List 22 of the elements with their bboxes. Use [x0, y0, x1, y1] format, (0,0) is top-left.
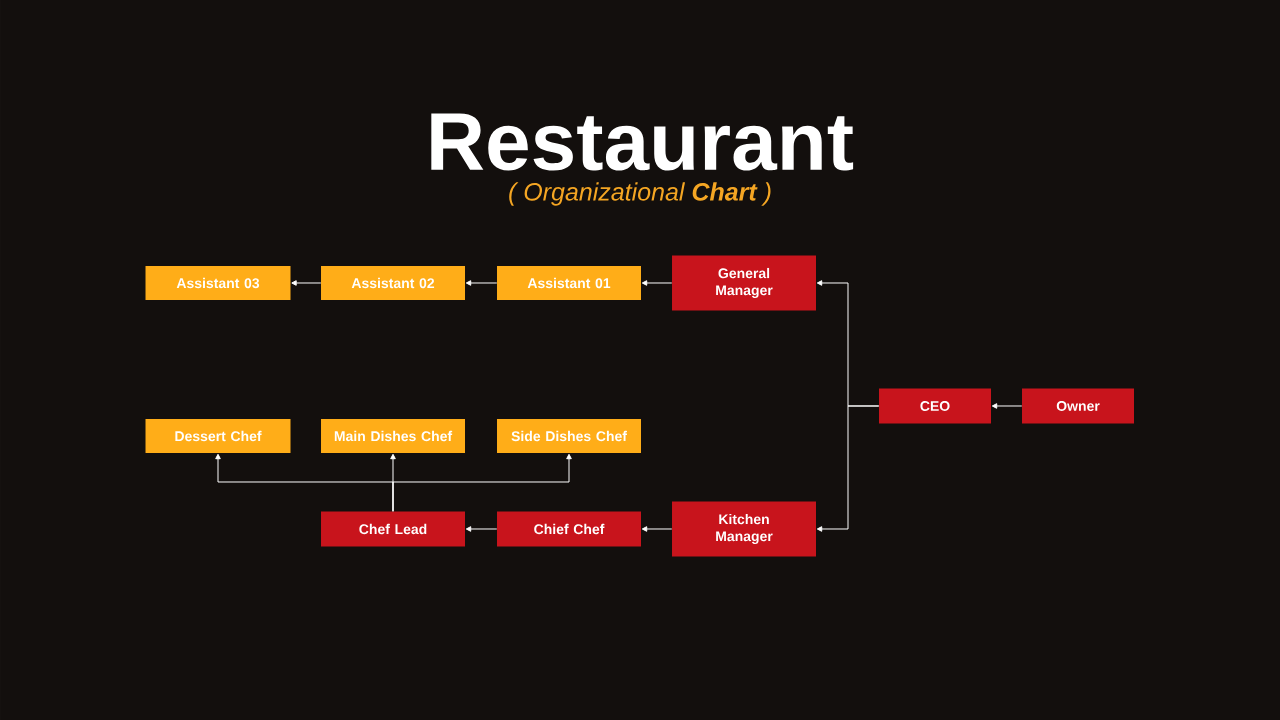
role-box: Owner — [1022, 388, 1134, 424]
arrow — [291, 280, 322, 286]
role-box: Chief Chef — [497, 511, 641, 547]
role-box: Dessert Chef — [145, 419, 291, 453]
arrow — [465, 526, 498, 532]
arrow — [465, 280, 498, 286]
role-box: General Manager — [672, 255, 816, 311]
subtitle: ( Organizational Chart) — [509, 182, 771, 206]
arrow — [991, 403, 1023, 409]
role-box: Assistant 02 — [321, 266, 465, 300]
role-box: Side Dishes Chef — [497, 419, 641, 453]
arrow — [392, 453, 572, 512]
arrow — [816, 405, 880, 532]
role-box: Assistant 01 — [497, 266, 641, 300]
role-box: Main Dishes Chef — [321, 419, 465, 453]
role-box: Chef Lead — [321, 511, 465, 547]
arrow — [641, 526, 673, 532]
arrow — [641, 280, 673, 286]
title: Restaurant — [431, 113, 854, 171]
role-box: Kitchen Manager — [672, 501, 816, 557]
role-box: Assistant 03 — [145, 266, 291, 300]
role-box: CEO — [879, 388, 991, 424]
